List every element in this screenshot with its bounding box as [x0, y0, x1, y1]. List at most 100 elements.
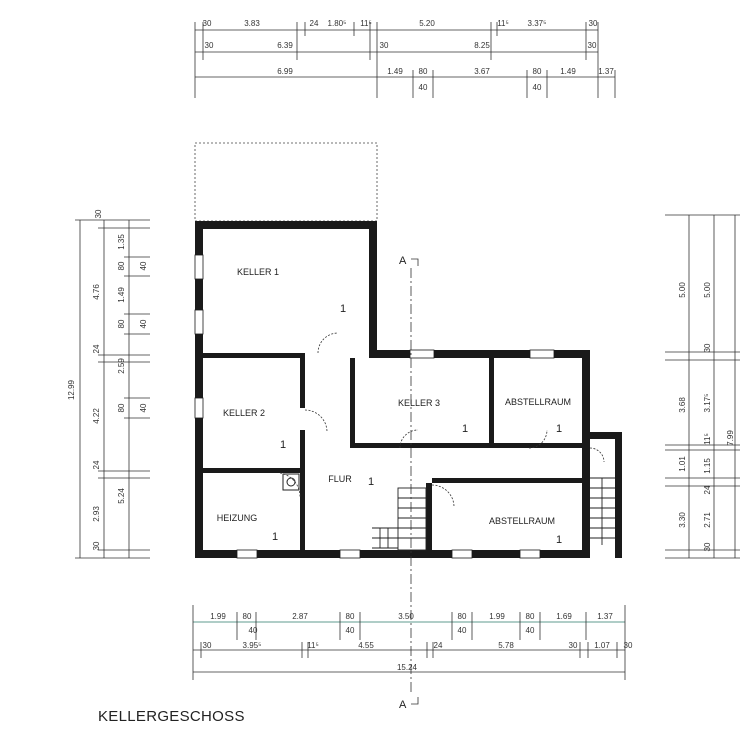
dim-label: 30 — [203, 641, 212, 650]
dim-label: 1.49 — [117, 287, 126, 303]
dim-label: 40 — [458, 626, 467, 635]
boiler-icon — [282, 473, 300, 491]
dim-label: 40 — [346, 626, 355, 635]
dim-label: 80 — [117, 319, 126, 328]
dim-label: 1.80⁵ — [328, 19, 347, 28]
dim-label: 7.99 — [726, 430, 735, 446]
dim-label: 40 — [139, 319, 148, 328]
dim-label: 80 — [117, 261, 126, 270]
exterior-stair — [590, 477, 615, 545]
section-line — [410, 258, 419, 705]
dim-label: 11⁵ — [360, 19, 372, 28]
floor-title: KELLERGESCHOSS — [98, 708, 245, 725]
windows — [194, 254, 555, 559]
right-dimension-chains — [665, 214, 740, 559]
dim-label: 3.68 — [678, 397, 687, 413]
dim-label: 30 — [380, 41, 389, 50]
room-number-tag: 1 — [272, 531, 278, 543]
dim-label: 30 — [203, 19, 212, 28]
dim-label: 2.71 — [703, 512, 712, 528]
left-chain-labels: 12.99 30 4.76 24 4.22 24 2.93 30 1.35 80… — [67, 209, 148, 550]
dim-label: 3.17⁵ — [703, 394, 712, 413]
dim-label: 40 — [139, 261, 148, 270]
dim-label: 6.99 — [277, 67, 293, 76]
dim-label: 30 — [92, 541, 101, 550]
dim-label: 24 — [92, 344, 101, 353]
dim-label: 30 — [94, 209, 103, 218]
dim-label: 6.39 — [277, 41, 293, 50]
right-chain-labels: 5.00 30 3.68 1.01 3.30 5.00 3.17⁵ 11⁵ 1.… — [678, 282, 735, 552]
dim-label: 40 — [419, 83, 428, 92]
dim-label: 30 — [703, 542, 712, 551]
room-number-tag: 1 — [368, 476, 374, 488]
dim-label: 40 — [533, 83, 542, 92]
dim-label: 80 — [243, 612, 252, 621]
dim-label: 5.20 — [419, 19, 435, 28]
room-label-heizung: HEIZUNG — [217, 513, 258, 523]
dim-label: 3.50 — [398, 612, 414, 621]
dim-label: 3.37⁵ — [528, 19, 547, 28]
bottom-row1-labels: 1.99 80 2.87 80 3.50 80 1.99 80 1.69 1.3… — [210, 612, 613, 635]
dim-label: 2.87 — [292, 612, 308, 621]
dim-label: 3.95⁵ — [243, 641, 262, 650]
dim-label: 4.76 — [92, 284, 101, 300]
dim-label: 1.01 — [678, 456, 687, 472]
room-number-tag: 1 — [556, 423, 562, 435]
dim-label: 30 — [205, 41, 214, 50]
dim-label: 1.99 — [210, 612, 226, 621]
top-row1-labels: 30 3.83 24 1.80⁵ 11⁵ 5.20 11⁵ 3.37⁵ 30 — [203, 19, 598, 28]
dim-label: 1.37 — [597, 612, 613, 621]
dim-label: 80 — [117, 403, 126, 412]
dim-label: 5.00 — [678, 282, 687, 298]
dim-label: 1.99 — [489, 612, 505, 621]
room-number-tag: 1 — [340, 303, 346, 315]
room-number-tag: 1 — [280, 439, 286, 451]
dim-label: 4.55 — [358, 641, 374, 650]
dim-label: 40 — [139, 403, 148, 412]
dim-label: 30 — [588, 41, 597, 50]
top-row2-labels: 30 6.39 30 8.25 30 — [205, 41, 597, 50]
room-label-keller1: KELLER 1 — [237, 267, 279, 277]
dim-label: 1.15 — [703, 458, 712, 474]
room-label-abstellraum-bottom: ABSTELLRAUM — [489, 516, 555, 526]
dim-label: 1.49 — [560, 67, 576, 76]
section-marker-top: A — [399, 255, 407, 267]
room-label-keller2: KELLER 2 — [223, 408, 265, 418]
dim-label: 5.24 — [117, 488, 126, 504]
left-dimension-chains — [75, 219, 150, 559]
dim-label: 3.83 — [244, 19, 260, 28]
dim-label: 40 — [526, 626, 535, 635]
top-row3-labels: 6.99 1.49 80 3.67 80 1.49 1.37 40 40 — [277, 67, 614, 92]
top-dimension-chains — [194, 22, 616, 98]
dim-label: 80 — [458, 612, 467, 621]
dim-label: 2.93 — [92, 506, 101, 522]
dim-label: 24 — [310, 19, 319, 28]
dim-label: 24 — [703, 485, 712, 494]
dim-label: 11⁵ — [703, 433, 712, 445]
dim-label: 24 — [434, 641, 443, 650]
dim-label: 1.49 — [387, 67, 403, 76]
dim-label: 12.99 — [67, 379, 76, 400]
dim-label: 1.37 — [598, 67, 614, 76]
dim-label: 30 — [569, 641, 578, 650]
dim-label: 3.67 — [474, 67, 490, 76]
dim-label: 2.59 — [117, 358, 126, 374]
dim-label: 1.69 — [556, 612, 572, 621]
room-label-flur: FLUR — [328, 474, 352, 484]
dim-label: 5.78 — [498, 641, 514, 650]
room-label-abstellraum-top: ABSTELLRAUM — [505, 397, 571, 407]
dim-label: 3.30 — [678, 512, 687, 528]
walls — [195, 221, 622, 558]
room-label-keller3: KELLER 3 — [398, 398, 440, 408]
room-number-tags: 1 1 1 1 1 1 1 — [272, 303, 562, 546]
dim-label: 80 — [533, 67, 542, 76]
dim-label: 1.35 — [117, 234, 126, 250]
terrace-outline — [194, 142, 378, 222]
room-number-tag: 1 — [462, 423, 468, 435]
dim-label: 40 — [249, 626, 258, 635]
dim-label: 1.07 — [594, 641, 610, 650]
dim-label: 24 — [92, 460, 101, 469]
dim-label: 8.25 — [474, 41, 490, 50]
dim-label: 30 — [703, 343, 712, 352]
